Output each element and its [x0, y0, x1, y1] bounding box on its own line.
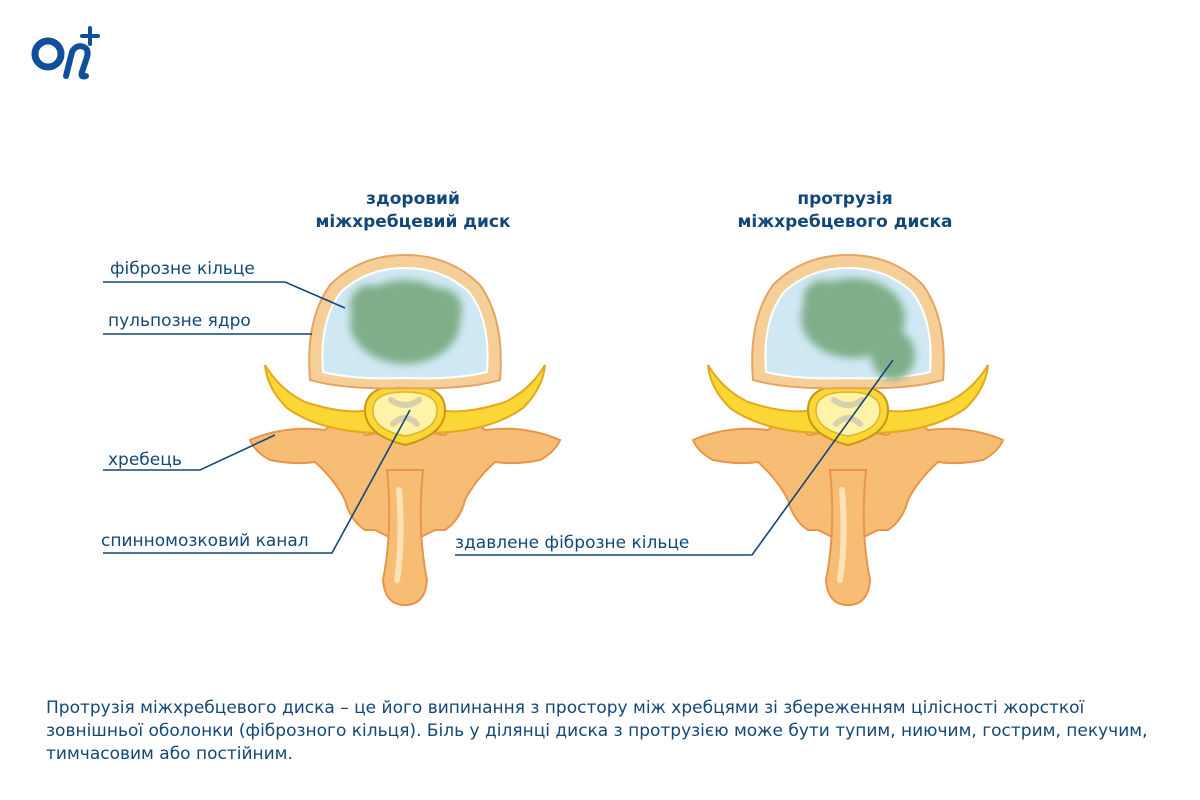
protrusion-disc-title: протрузія міжхребцевого диска — [685, 188, 1005, 234]
description-caption: Протрузія міжхребцевого диска – це його … — [46, 698, 1148, 764]
healthy-vertebra — [250, 253, 560, 605]
healthy-nucleus — [350, 280, 462, 364]
on-plus-logo-icon — [31, 26, 100, 80]
label-spinal-canal: спинномозковий канал — [101, 531, 309, 551]
label-annulus: фіброзне кільце — [110, 259, 255, 279]
protruded-nucleus — [801, 278, 915, 380]
label-compressed-annulus: здавлене фіброзне кільце — [455, 533, 690, 553]
protrusion-title-line-1: протрузія — [797, 189, 893, 209]
protrusion-vertebra — [693, 253, 1003, 605]
healthy-title-line-1: здоровий — [366, 189, 460, 209]
healthy-disc-title: здоровий міжхребцевий диск — [253, 188, 573, 234]
leader-lines — [103, 281, 894, 556]
healthy-title-line-2: міжхребцевий диск — [315, 212, 511, 232]
label-nucleus: пульпозне ядро — [108, 311, 251, 331]
label-vertebra: хребець — [108, 450, 182, 470]
protrusion-title-line-2: міжхребцевого диска — [737, 212, 953, 232]
